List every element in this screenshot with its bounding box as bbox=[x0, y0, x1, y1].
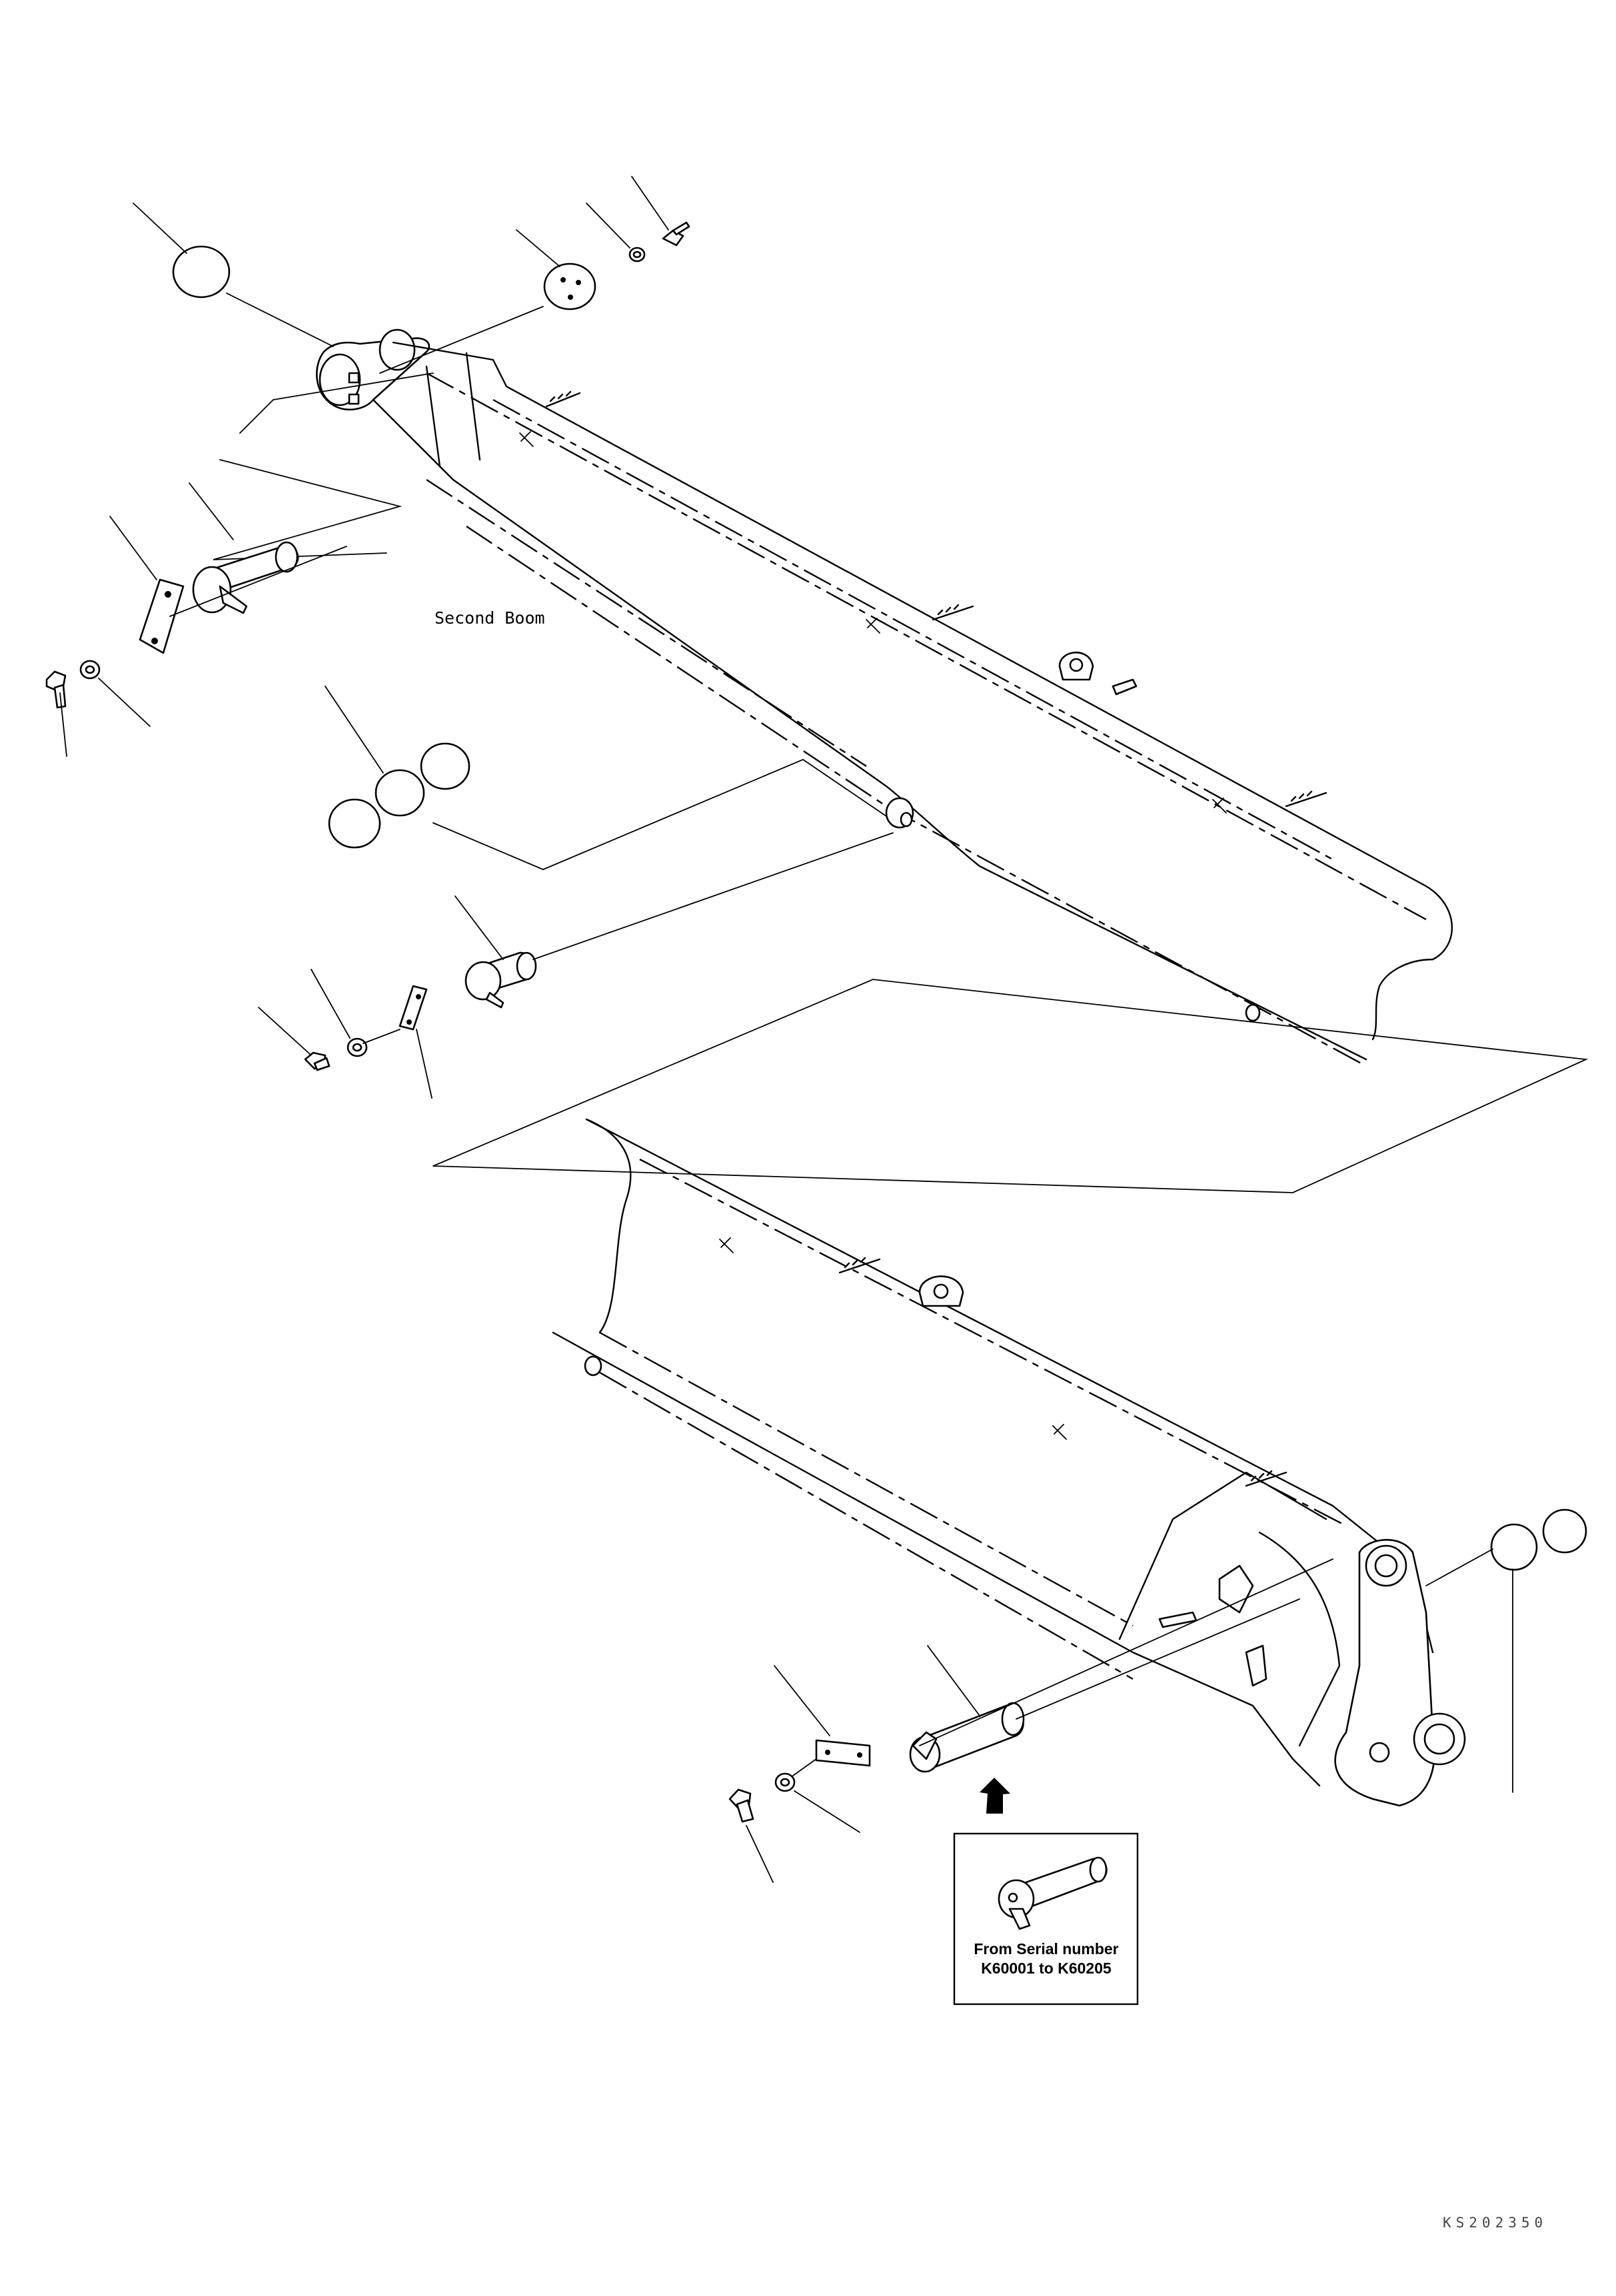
serial-note-line2: K60001 to K60205 bbox=[981, 1960, 1112, 1977]
pin-assembly-2 bbox=[258, 832, 894, 1099]
arrow-up-icon bbox=[980, 1778, 1010, 1814]
serial-inset: From Serial number K60001 to K60205 bbox=[953, 1832, 1139, 2006]
lower-boom bbox=[432, 979, 1589, 1807]
shim-stack bbox=[325, 686, 887, 870]
large-washer bbox=[172, 245, 231, 298]
catalog-number: KS202350 bbox=[1443, 2215, 1547, 2231]
upper-boom bbox=[213, 328, 1453, 1067]
cap-plate bbox=[543, 263, 596, 310]
right-washers bbox=[1425, 1508, 1587, 1793]
second-boom-label: Second Boom bbox=[434, 608, 545, 628]
pin-assembly-1 bbox=[45, 482, 347, 757]
pin-assembly-3 bbox=[728, 1558, 1333, 1883]
serial-note-line1: From Serial number bbox=[974, 1940, 1118, 1958]
top-cluster bbox=[133, 176, 690, 374]
